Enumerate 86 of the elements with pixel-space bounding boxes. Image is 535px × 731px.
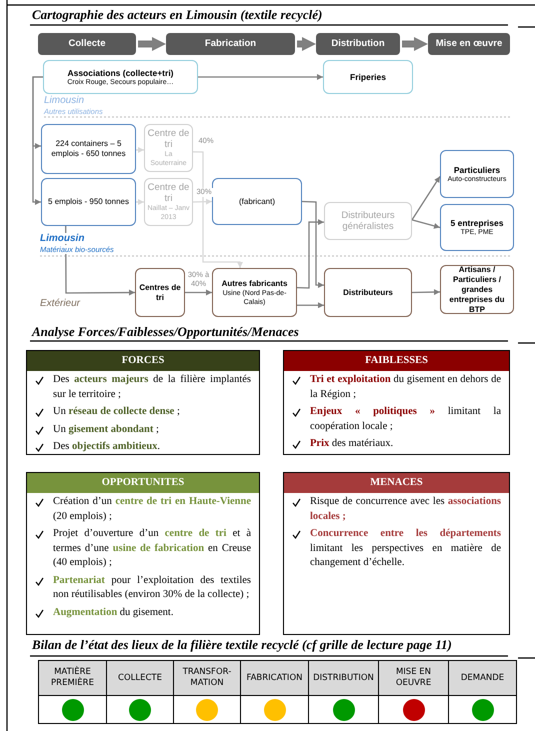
panel-header: FORCES [27, 351, 259, 371]
arrow [297, 302, 324, 308]
zone-label: Limousin [44, 95, 84, 106]
process-box [440, 265, 514, 314]
arrow [302, 200, 324, 288]
list-item: Concurrence entre les départements limitant les perspectives en matière de changement d’échelle. [310, 527, 501, 570]
swot-panel [283, 472, 510, 635]
arrow [297, 37, 316, 51]
arrow [192, 198, 212, 205]
node-title: 5 emplois - 950 tonnes [48, 197, 129, 207]
node-title: Associations (collecte+tri) [67, 68, 174, 78]
process-box [324, 268, 412, 317]
panel-header: OPPORTUNITES [27, 473, 259, 493]
zone-label: Extérieur [40, 298, 80, 309]
node-title: Distributeurs [343, 288, 393, 298]
process-box [41, 124, 136, 174]
list-item: Des acteurs majeurs de la filière implantés sur le territoire ; [53, 373, 251, 402]
list-item: Prix des matériaux. [310, 437, 394, 451]
process-box [440, 204, 514, 251]
list-item: Création d’un centre de tri en Haute-Vienne (20 emplois) ; [53, 495, 251, 524]
list-item: Partenariat pour l’exploitation des textiles non réutilisables (environ 30% de la collecte) ; [53, 574, 251, 602]
arrow [193, 151, 243, 268]
process-box [144, 178, 193, 226]
stage-box [316, 33, 400, 55]
arrow [32, 76, 43, 205]
swot-panel [283, 350, 510, 455]
arrow [198, 74, 323, 80]
process-box [144, 124, 193, 172]
stage-box [428, 33, 510, 55]
column-header: DISTRIBUTION [308, 660, 379, 696]
arrow [136, 199, 144, 205]
panel-header: MENACES [284, 473, 509, 493]
list-item: Enjeux « politiques » limitant la coopération locale ; [310, 405, 501, 434]
stage-box [38, 33, 136, 55]
process-box [212, 268, 297, 317]
process-box [43, 60, 198, 94]
stage-box [166, 33, 295, 55]
arrow [185, 290, 212, 296]
arrow [411, 176, 441, 220]
column-header: TRANSFOR-MATION [173, 660, 241, 696]
process-box [212, 178, 302, 225]
node-title: Collecte [68, 39, 106, 49]
process-box [324, 202, 412, 240]
node-title: Artisans / Particuliers / grandes entreprises du BTP [448, 264, 506, 314]
list-item: Risque de concurrence avec les associations locales ; [310, 495, 501, 524]
arrow [402, 37, 428, 51]
node-title: Particuliers [454, 164, 500, 174]
node-title: Distribution [331, 39, 385, 49]
node-title: 224 containers – 5 emplois - 650 tonnes [50, 139, 127, 159]
list-item: Un gisement abondant ; [53, 422, 160, 436]
arrow [412, 289, 440, 296]
node-title: Centres de tri [138, 282, 182, 302]
swot-panel [26, 472, 260, 635]
list-item: Tri et exploitation du gisement en dehors de la Région ; [310, 373, 501, 402]
swot-panel [26, 350, 260, 455]
column-header: MISE EN OEUVRE [378, 660, 449, 696]
title: Cartographie des acteurs en Limousin (textile recyclé) [32, 7, 322, 23]
node-title: 5 entreprises [450, 218, 504, 228]
column-header: COLLECTE [106, 660, 174, 696]
node-title: Centre de tri [147, 182, 190, 204]
node-title: Distributeurs généralistes [340, 210, 396, 232]
list-item: Augmentation du gisement. [53, 606, 174, 620]
column-header: DEMANDE [448, 660, 517, 696]
node-title: Friperies [350, 72, 386, 82]
list-item: Des objectifs ambitieux. [53, 440, 162, 454]
column-header: MATIÈRE PREMIÈRE [38, 660, 107, 696]
node-title: Mise en œuvre [436, 39, 502, 49]
node-title: Fabrication [204, 39, 256, 49]
node-title: Centre de tri [147, 128, 190, 150]
column-header: FABRICATION [240, 660, 309, 696]
node-title: Autres fabricants [222, 278, 288, 288]
arrow [136, 146, 144, 153]
node-title: (fabricant) [238, 196, 275, 206]
section-heading: Bilan de l’état des lieux de la filière textile recyclé (cf grille de lecture page 11) [32, 637, 452, 653]
process-box [41, 178, 136, 226]
arrow [412, 219, 440, 229]
arrow [138, 37, 166, 51]
zone-label: Limousin [40, 233, 84, 244]
process-box [323, 60, 413, 94]
section-heading: Analyse Forces/Faiblesses/Opportunités/Menaces [32, 324, 299, 340]
list-item: Un réseau de collecte dense ; [53, 405, 181, 419]
process-box [440, 150, 514, 198]
arrow [296, 219, 324, 289]
panel-header: FAIBLESSES [284, 351, 509, 371]
process-box [135, 268, 185, 317]
list-item: Projet d’ouverture d’un centre de tri et à termes d’une usine de fabrication en Creuse (40 emplois) ; [53, 527, 251, 570]
